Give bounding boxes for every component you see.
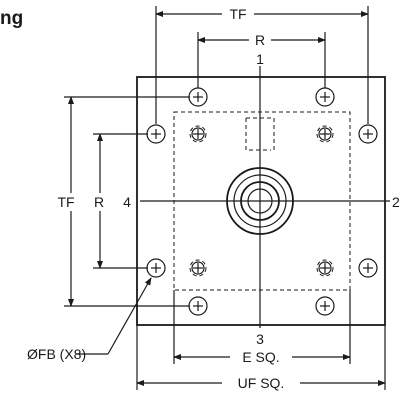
hidden-port-feature bbox=[245, 117, 275, 151]
uf-square-label: UF SQ. bbox=[238, 375, 285, 391]
hole-outer-right-top bbox=[358, 124, 378, 144]
threaded-hole-top-left bbox=[189, 125, 207, 143]
center-port bbox=[226, 167, 294, 235]
title-fragment: ng bbox=[0, 8, 23, 29]
port-2-label: 2 bbox=[392, 194, 400, 210]
dimension-tf-vertical bbox=[64, 96, 190, 307]
tf-horizontal-label: TF bbox=[229, 6, 246, 22]
port-1-label: 1 bbox=[256, 51, 264, 67]
e-square-label: E SQ. bbox=[242, 349, 279, 365]
threaded-hole-top-right bbox=[316, 125, 334, 143]
r-vertical-label: R bbox=[94, 194, 104, 210]
threaded-hole-bottom-right bbox=[316, 259, 334, 277]
hole-callout-label: ØFB (X8) bbox=[27, 346, 86, 362]
hole-outer-top-right bbox=[315, 87, 335, 107]
hole-callout-leader bbox=[76, 277, 152, 355]
port-2-label-mask bbox=[390, 194, 400, 210]
dimension-tf-horizontal bbox=[155, 6, 369, 124]
dimension-e-square bbox=[173, 290, 351, 364]
hole-outer-right-bottom bbox=[358, 258, 378, 278]
threaded-hole-bottom-left bbox=[189, 259, 207, 277]
port-4-label: 4 bbox=[123, 194, 131, 210]
dimension-uf-square bbox=[136, 325, 386, 390]
r-horizontal-label: R bbox=[255, 32, 265, 48]
hole-outer-left-bottom bbox=[146, 258, 166, 278]
port-3-label: 3 bbox=[256, 331, 264, 347]
hole-outer-bottom-left bbox=[188, 296, 208, 316]
hole-outer-bottom-right bbox=[315, 296, 335, 316]
hole-outer-top-left bbox=[188, 87, 208, 107]
hole-outer-left-top bbox=[146, 124, 166, 144]
dimension-r-vertical bbox=[93, 133, 148, 269]
dimension-r-horizontal bbox=[197, 32, 326, 88]
tf-vertical-label: TF bbox=[57, 194, 74, 210]
